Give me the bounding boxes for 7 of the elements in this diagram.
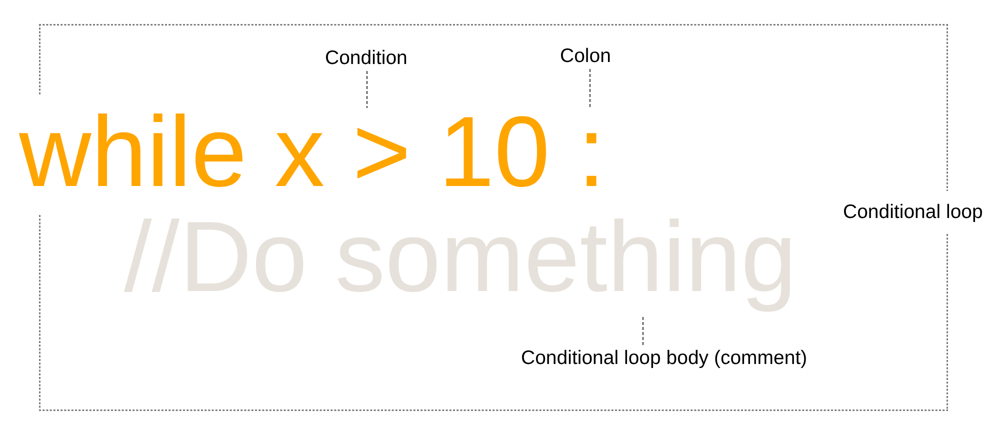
annotation-label: Condition [325,47,408,69]
annotation-label: Colon [560,45,611,67]
leader-line [642,316,644,346]
annotation-label: Conditional loop body (comment) [521,347,808,369]
leader-line [366,70,368,108]
code-line: while x > 10 : [19,110,606,195]
frame-label: Conditional loop [843,201,983,223]
